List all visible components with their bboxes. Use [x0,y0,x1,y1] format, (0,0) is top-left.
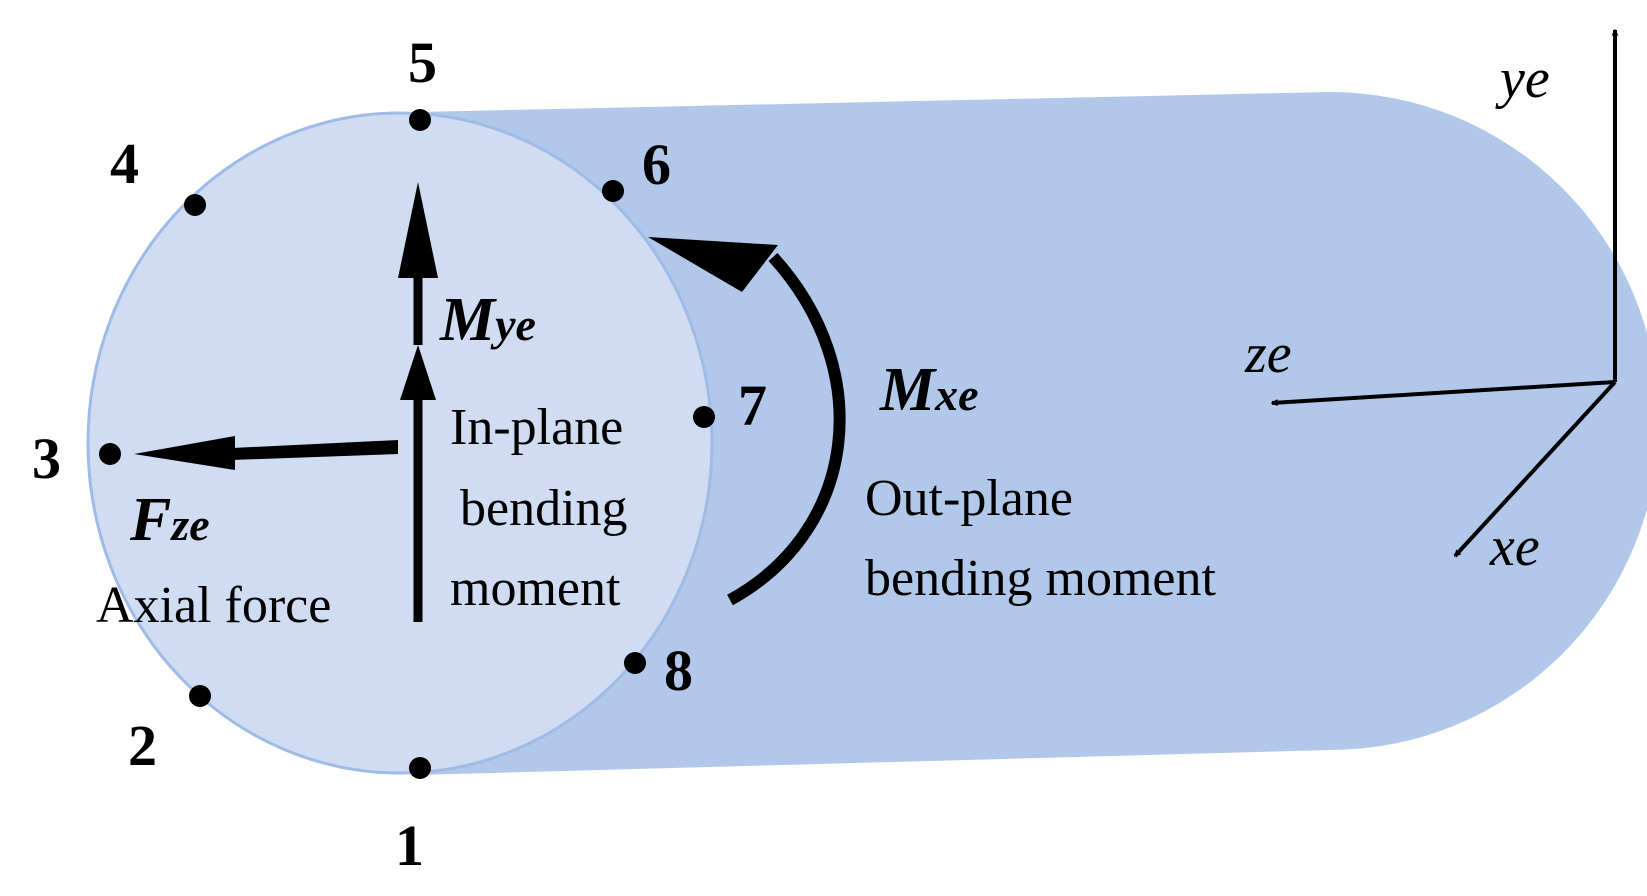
point-3 [99,443,121,465]
out-plane-label-line-2: bending moment [865,550,1217,607]
point-label-7: 7 [738,373,767,438]
point-label-2: 2 [128,713,157,778]
point-label-4: 4 [110,131,139,196]
mxe-symbol: Mxe [879,356,979,424]
point-label-3: 3 [32,426,61,491]
fze-symbol: Fze [129,486,210,554]
y-axis-label: ye [1495,48,1550,110]
arrow-up-icon [398,182,438,622]
point-6 [602,180,624,202]
point-4 [184,194,206,216]
point-label-6: 6 [642,132,671,197]
point-8 [624,652,646,674]
curved-arrow-icon [648,237,846,606]
coordinate-axes [1270,28,1619,558]
mye-symbol: Mye [439,286,536,354]
arrow-left-icon [134,436,398,470]
z-axis-line [1270,380,1616,407]
point-7 [693,406,715,428]
z-axis-label: ze [1244,323,1292,385]
in-plane-label-line-3: moment [450,560,621,617]
x-axis-label: xe [1489,516,1540,578]
point-label-5: 5 [408,30,437,95]
point-5 [409,109,431,131]
point-label-1: 1 [395,813,424,878]
axial-force-label: Axial force [96,577,331,634]
point-label-8: 8 [664,638,693,703]
out-plane-label-line-1: Out-plane [865,470,1073,527]
in-plane-label-line-1: In-plane [450,399,623,456]
point-2 [189,685,211,707]
x-axis-line [1453,380,1617,558]
point-1 [409,757,431,779]
cylinder-end-face [86,111,714,775]
in-plane-label-line-2: bending [460,480,628,537]
